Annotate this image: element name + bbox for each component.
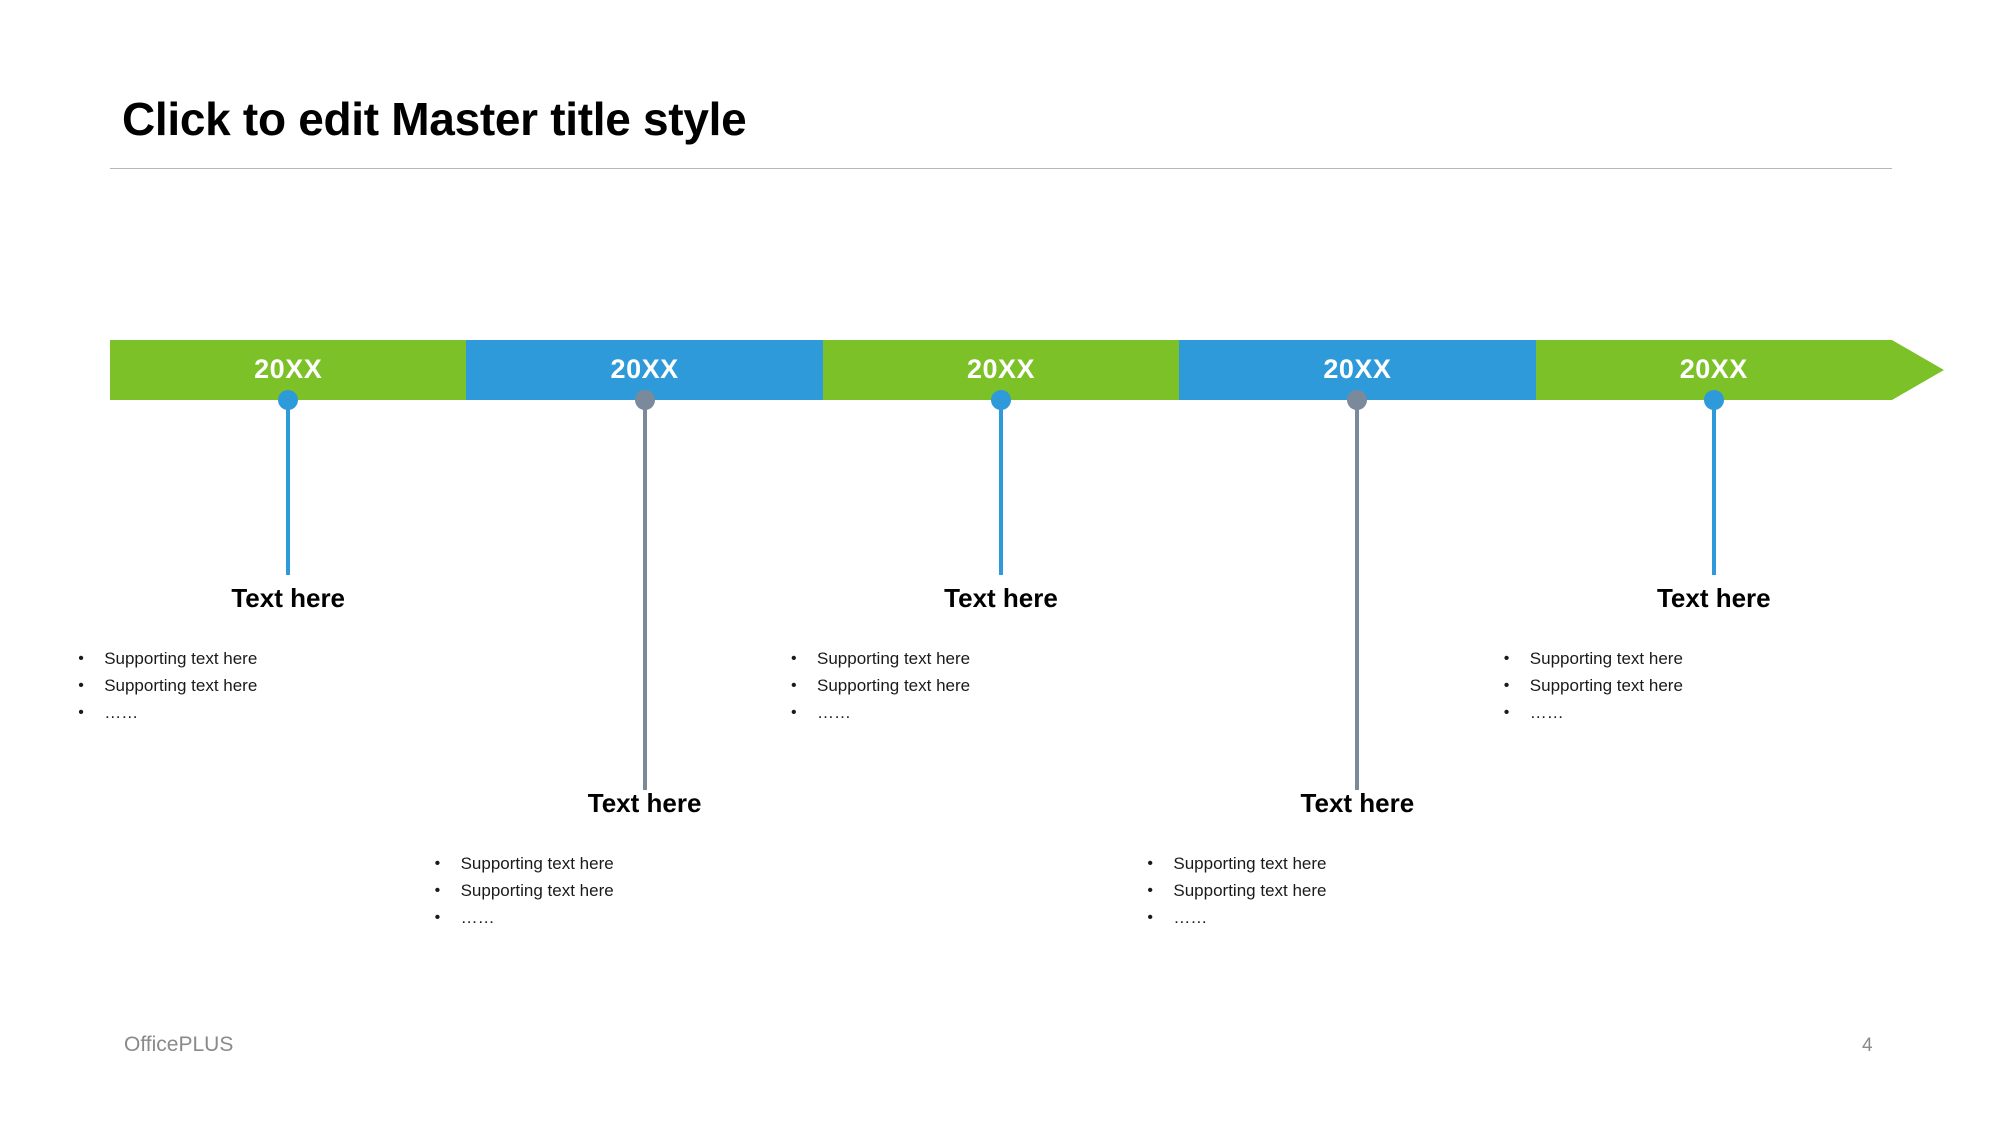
page-title[interactable]: Click to edit Master title style (122, 93, 747, 145)
timeline-segment-5[interactable]: 20XX (1536, 340, 1944, 400)
timeline-text-block-3: Text here • Supporting text here • Supportin… (791, 585, 1211, 726)
connector-dot-icon (278, 390, 299, 410)
timeline-segment-label: 20XX (1323, 353, 1392, 384)
page-number: 4 (1862, 1035, 1873, 1056)
bullet-dot-icon: • (1503, 650, 1510, 667)
bullet-dot-icon: • (434, 909, 441, 926)
list-item[interactable]: • Supporting text here (1147, 850, 1567, 877)
list-item[interactable]: • Supporting text here (78, 645, 498, 672)
timeline-segment-label: 20XX (966, 353, 1036, 384)
connector-stem (286, 400, 291, 575)
timeline-segment-label: 20XX (254, 353, 323, 384)
list-item[interactable]: • Supporting text here (435, 877, 855, 904)
bullet-dot-icon: • (434, 882, 441, 899)
connector-dot-icon (1347, 390, 1368, 410)
list-item[interactable]: • …… (435, 904, 855, 931)
bullet-dot-icon: • (791, 677, 797, 694)
list-item-label: …… (104, 703, 139, 722)
bullet-dot-icon: • (434, 855, 441, 872)
connector-dot-icon (634, 390, 655, 410)
list-item-label: Supporting text here (1529, 676, 1683, 695)
connector-stem (999, 400, 1003, 575)
list-item-label: Supporting text here (1173, 881, 1327, 900)
timeline-text-block-5: Text here • Supporting text here • Supportin… (1504, 585, 1924, 726)
title-divider (110, 168, 1892, 169)
block-bullet-list: • Supporting text here • Supporting text he… (78, 645, 498, 726)
bullet-dot-icon: • (1147, 855, 1153, 872)
list-item-label: …… (460, 908, 495, 927)
list-item[interactable]: • …… (791, 699, 1211, 726)
footer-brand: OfficePLUS (124, 1033, 234, 1056)
bullet-dot-icon: • (791, 704, 797, 721)
connector-dot-icon (1703, 390, 1724, 410)
block-bullet-list: • Supporting text here • Supporting text he… (1147, 850, 1567, 931)
bullet-dot-icon: • (1503, 704, 1510, 721)
block-title[interactable]: Text here (587, 788, 702, 818)
bullet-dot-icon: • (791, 650, 797, 667)
list-item-label: Supporting text here (817, 676, 971, 695)
list-item-label: Supporting text here (460, 881, 614, 900)
bullet-dot-icon: • (1147, 882, 1153, 899)
list-item[interactable]: • Supporting text here (1147, 877, 1567, 904)
connector-stem (642, 400, 647, 790)
block-bullet-list: • Supporting text here • Supporting text he… (1504, 645, 1924, 726)
list-item-label: Supporting text here (817, 649, 971, 668)
list-item[interactable]: • Supporting text here (78, 672, 498, 699)
timeline-text-block-1: Text here • Supporting text here • Supportin… (78, 585, 498, 726)
list-item-label: Supporting text here (1529, 649, 1683, 668)
block-title[interactable]: Text here (231, 583, 346, 613)
block-title[interactable]: Text here (1656, 583, 1771, 613)
list-item[interactable]: • Supporting text here (1504, 645, 1924, 672)
list-item[interactable]: • Supporting text here (791, 672, 1211, 699)
list-item[interactable]: • Supporting text here (791, 645, 1211, 672)
block-title[interactable]: Text here (1300, 788, 1415, 818)
timeline-text-block-2: Text here • Supporting text here • Supportin… (435, 790, 855, 931)
block-bullet-list: • Supporting text here • Supporting text he… (791, 645, 1211, 726)
list-item[interactable]: • Supporting text here (1504, 672, 1924, 699)
block-bullet-list: • Supporting text here • Supporting text he… (435, 850, 855, 931)
timeline-text-block-4: Text here • Supporting text here • Supportin… (1147, 790, 1567, 931)
bullet-dot-icon: • (78, 650, 84, 667)
list-item-label: Supporting text here (104, 649, 258, 668)
list-item-label: Supporting text here (104, 676, 258, 695)
list-item-label: …… (817, 703, 851, 722)
connector-stem (1355, 400, 1360, 790)
timeline-segment-label: 20XX (610, 353, 679, 384)
block-title[interactable]: Text here (944, 583, 1058, 613)
connector-stem (1711, 400, 1716, 575)
list-item[interactable]: • …… (78, 699, 498, 726)
bullet-dot-icon: • (78, 677, 84, 694)
list-item[interactable]: • …… (1504, 699, 1924, 726)
list-item-label: Supporting text here (460, 854, 614, 873)
list-item-label: …… (1173, 908, 1208, 927)
bullet-dot-icon: • (1147, 909, 1153, 926)
timeline-segment-label: 20XX (1679, 353, 1748, 384)
bullet-dot-icon: • (1503, 677, 1510, 694)
list-item[interactable]: • …… (1147, 904, 1567, 931)
bullet-dot-icon: • (78, 704, 84, 721)
list-item-label: Supporting text here (1173, 854, 1327, 873)
connector-dot-icon (991, 390, 1011, 410)
list-item[interactable]: • Supporting text here (435, 850, 855, 877)
list-item-label: …… (1529, 703, 1564, 722)
